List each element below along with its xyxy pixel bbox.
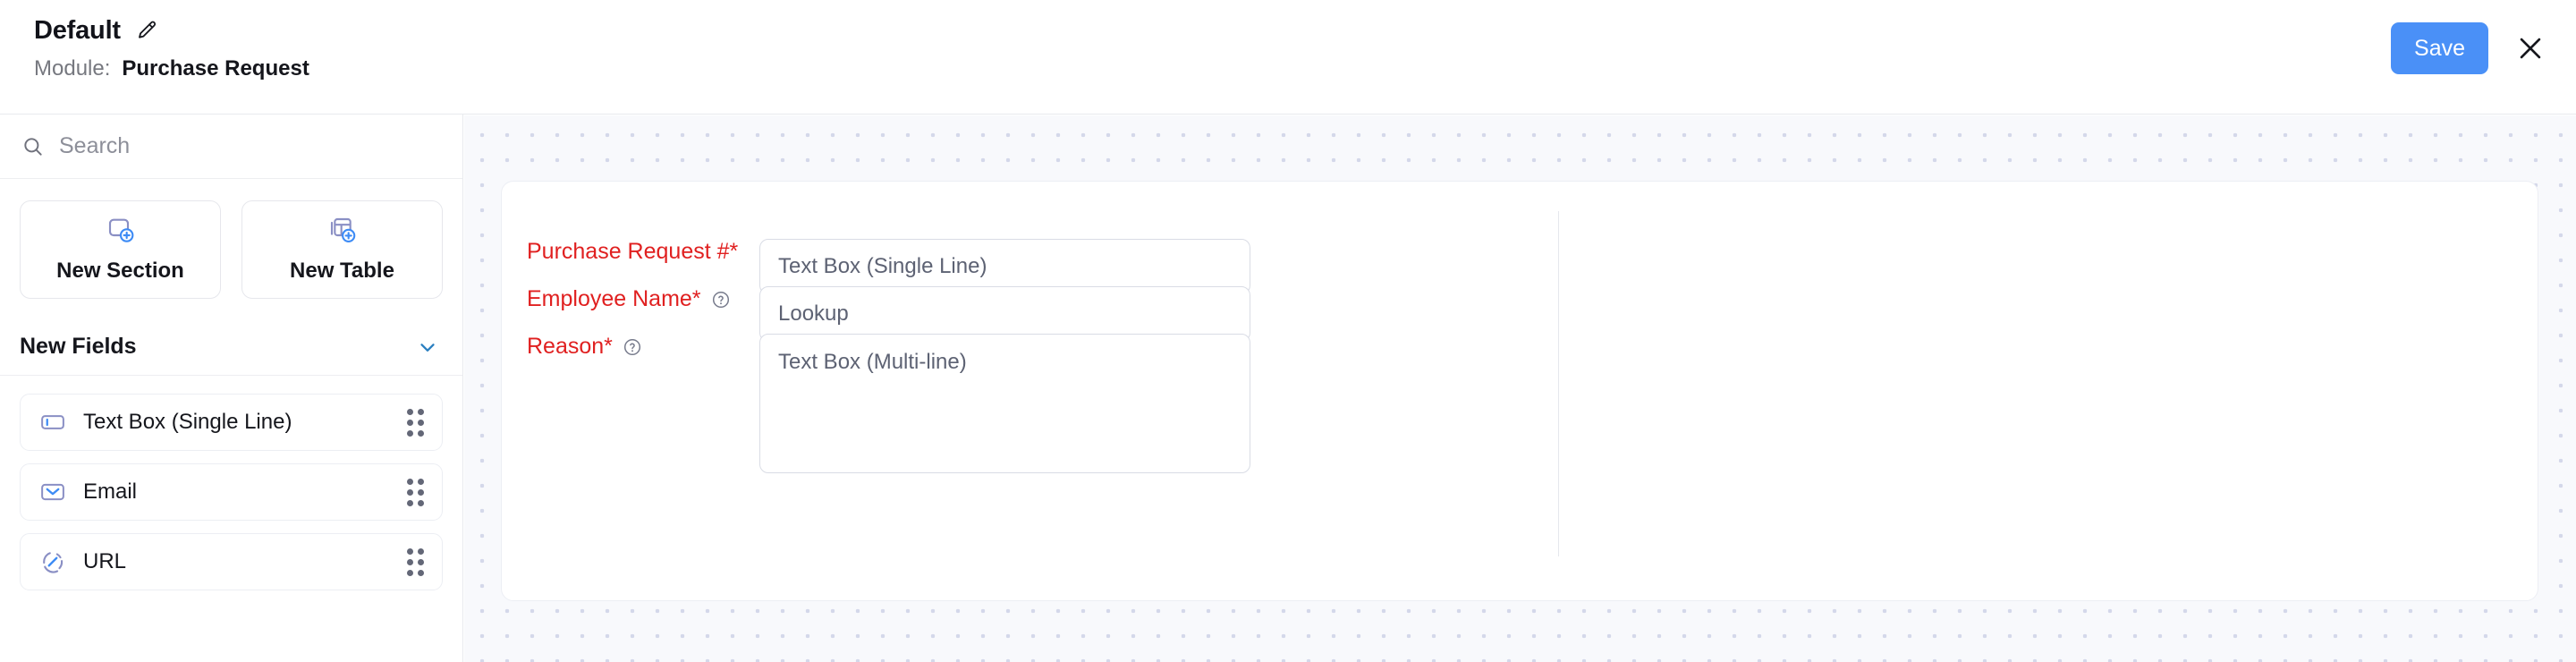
field-item-text-box-single-line[interactable]: Text Box (Single Line) [20,394,443,451]
field-item-label: URL [83,549,127,573]
chevron-down-icon[interactable] [416,335,439,359]
drag-handle-icon[interactable] [407,547,424,576]
employee-name-lookup-input[interactable]: Lookup [759,286,1250,342]
new-fields-title: New Fields [20,334,137,359]
form-row: Purchase Request #* Text Box (Single Lin… [502,239,1260,294]
purchase-request-number-input[interactable]: Text Box (Single Line) [759,239,1250,294]
drag-handle-icon[interactable] [407,478,424,506]
new-table-button[interactable]: New Table [242,200,443,299]
field-item-email[interactable]: Email [20,463,443,521]
url-icon [38,547,68,577]
form-section-card: Purchase Request #* Text Box (Single Lin… [501,181,2538,601]
new-table-label: New Table [290,259,394,283]
sidebar: New Section New Table New Fields [0,115,463,662]
header-actions: Save [2391,22,2549,74]
field-label-cell: Reason* [502,334,759,360]
new-section-button[interactable]: New Section [20,200,221,299]
form-row: Employee Name* Lookup [502,286,1260,342]
field-control-cell: Text Box (Single Line) [759,239,1260,294]
new-section-icon [106,216,135,249]
field-item-label: Text Box (Single Line) [83,410,292,434]
module-row: Module: Purchase Request [34,56,309,81]
create-buttons-row: New Section New Table [0,179,462,299]
field-item-label: Email [83,480,138,504]
field-item-url[interactable]: URL [20,533,443,590]
page-header: Default Module: Purchase Request Save [0,0,2576,115]
help-icon[interactable] [622,336,643,358]
search-row[interactable] [0,115,462,179]
reason-multiline-input[interactable]: Text Box (Multi-line) [759,334,1250,473]
save-button[interactable]: Save [2391,22,2488,74]
help-icon[interactable] [710,289,732,310]
field-control-cell: Lookup [759,286,1260,342]
field-label: Employee Name* [527,286,701,311]
field-label: Reason* [527,334,613,359]
field-label: Purchase Request #* [527,239,739,264]
new-table-icon [328,216,357,249]
field-label-cell: Purchase Request #* [502,239,759,265]
column-divider [1558,211,1559,556]
pencil-icon[interactable] [133,17,160,44]
module-value: Purchase Request [122,56,309,81]
field-control-cell: Text Box (Multi-line) [759,334,1260,473]
page-title: Default [34,15,121,45]
field-label-cell: Employee Name* [502,286,759,312]
close-icon[interactable] [2512,30,2549,67]
email-icon [38,477,68,507]
form-row: Reason* Text Box (Multi-line) [502,334,1260,473]
layout-title-row: Default [34,13,309,48]
single-line-text-icon [38,407,68,437]
header-left-group: Default Module: Purchase Request [34,13,309,81]
new-fields-section-header[interactable]: New Fields [0,318,462,376]
drag-handle-icon[interactable] [407,408,424,437]
search-input[interactable] [59,128,443,165]
new-section-label: New Section [56,259,184,283]
module-label: Module: [34,56,111,81]
search-icon [21,135,45,158]
new-fields-list: Text Box (Single Line) Email [0,376,462,590]
layout-canvas: Purchase Request #* Text Box (Single Lin… [464,115,2576,662]
